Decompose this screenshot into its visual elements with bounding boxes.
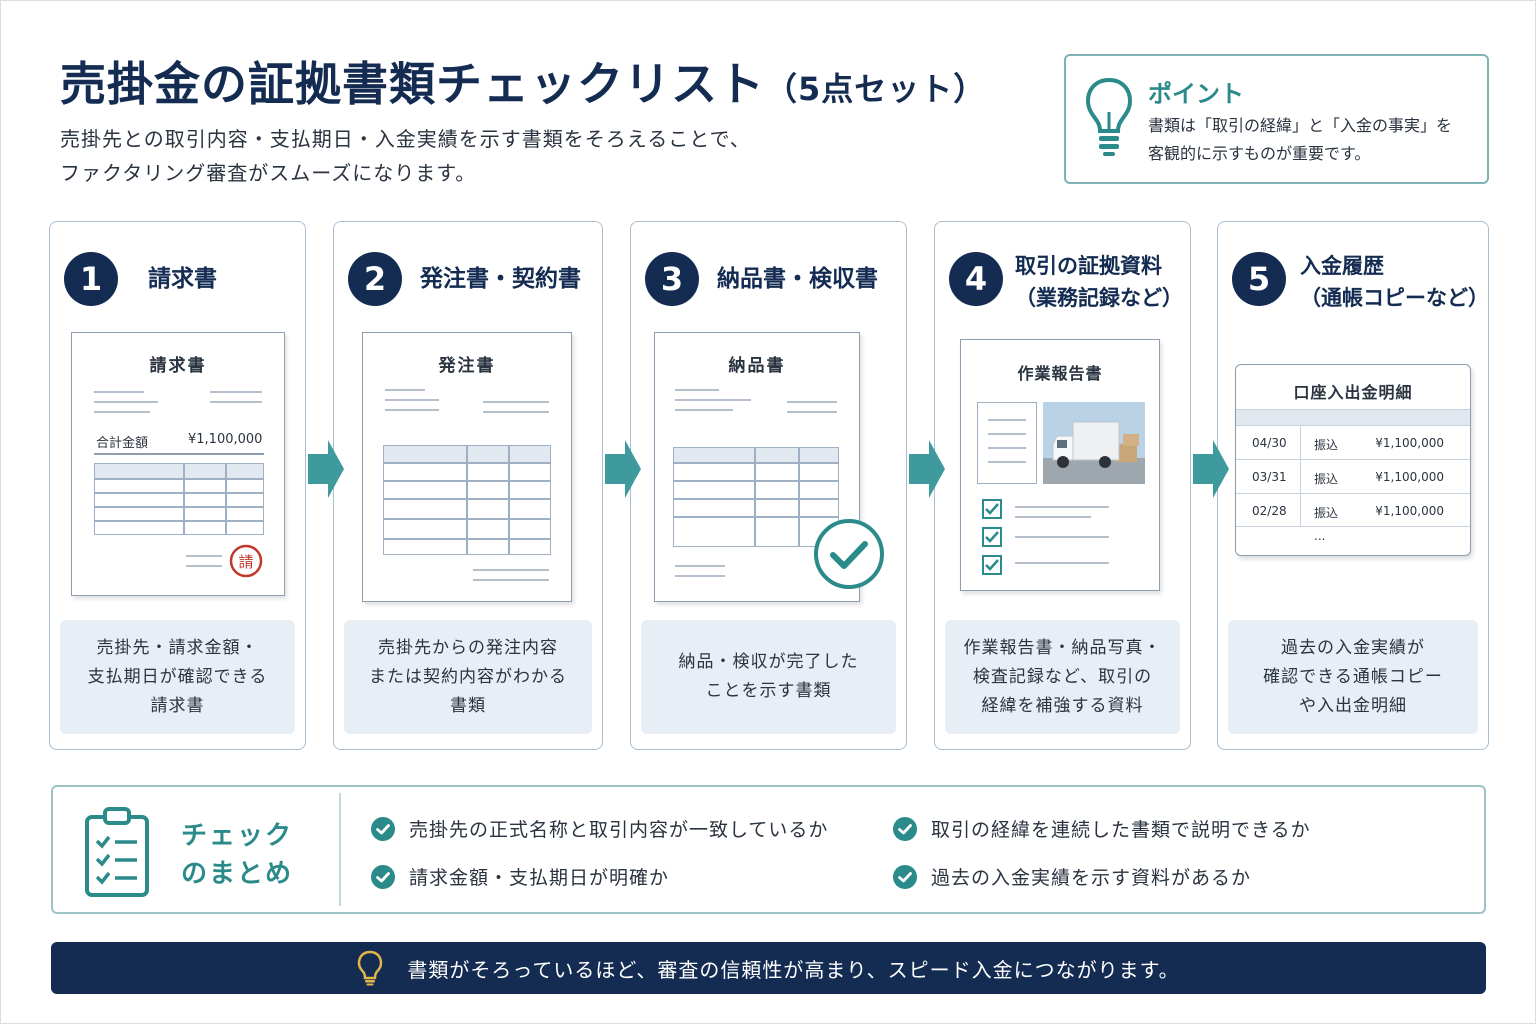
banner-text: 書類がそろっているほど、審査の信頼性が高まり、スピード入金につながります。	[407, 957, 1180, 982]
step-number: 1	[64, 252, 118, 306]
summary-divider	[339, 793, 341, 906]
card-title: 請求書	[148, 266, 217, 292]
step-number: 2	[348, 252, 402, 306]
svg-text:請: 請	[238, 553, 253, 571]
chevron-right-icon	[909, 440, 945, 498]
check-circle-icon	[371, 816, 395, 841]
lead-text: 売掛先との取引内容・支払期日・入金実績を示す書類をそろえることで、 ファクタリン…	[60, 127, 751, 185]
work-report-document: 作業報告書	[960, 339, 1160, 591]
card-transaction-evidence: 4 取引の証拠資料 （業務記録など） 作業報告書 作業報	[934, 221, 1191, 750]
bank-statement-document: 口座入出金明細 04/30 振込 ¥1,100,000 03/31 振込 ¥1,…	[1235, 364, 1471, 556]
checkbox-checked-icon	[982, 555, 1002, 575]
statement-row: 03/31 振込 ¥1,100,000	[1236, 459, 1470, 493]
chevron-right-icon	[1193, 440, 1229, 498]
card-title: 発注書・契約書	[420, 266, 581, 292]
point-title: ポイント	[1148, 80, 1244, 108]
delivery-table	[673, 447, 839, 547]
card-description: 作業報告書・納品写真・検査記録など、取引の経緯を補強する資料	[945, 620, 1180, 734]
card-title: 納品書・検収書	[717, 266, 878, 292]
summary-title: チェック のまとめ	[181, 821, 294, 889]
check-circle-icon	[893, 816, 917, 841]
card-purchase-order: 2 発注書・契約書 発注書 売掛先からの発注内容または契約内容がわかる書類	[333, 221, 603, 750]
checkbox-checked-icon	[982, 499, 1002, 519]
total-label: 合計金額	[96, 436, 149, 451]
card-description: 売掛先からの発注内容または契約内容がわかる書類	[344, 620, 592, 734]
doc-title: 納品書	[728, 356, 786, 376]
card-title: 取引の証拠資料 （業務記録など）	[1015, 254, 1183, 310]
point-text: 書類は「取引の経緯」と「入金の事実」を 客観的に示すものが重要です。	[1148, 116, 1453, 163]
check-circle-icon	[814, 519, 884, 589]
summary-check-item: 過去の入金実績を示す資料があるか	[893, 863, 1251, 890]
card-invoice: 1 請求書 請求書 合計金額 ¥1,100,000 請 売掛先・請求金額・支払期…	[49, 221, 306, 750]
order-table	[383, 445, 551, 555]
seal-stamp-icon: 請	[229, 544, 263, 578]
page-title: 売掛金の証拠書類チェックリスト（5点セット）	[60, 57, 987, 111]
bottom-banner: 書類がそろっているほど、審査の信頼性が高まり、スピード入金につながります。	[51, 942, 1486, 994]
delivery-truck-photo	[1043, 402, 1145, 484]
doc-title: 口座入出金明細	[1293, 383, 1413, 402]
step-number: 4	[949, 252, 1003, 306]
summary-panel: チェック のまとめ 売掛先の正式名称と取引内容が一致しているか 取引の経緯を連続…	[51, 785, 1486, 914]
doc-title: 作業報告書	[1017, 364, 1103, 383]
summary-check-item: 売掛先の正式名称と取引内容が一致しているか	[371, 815, 828, 842]
card-title: 入金履歴 （通帳コピーなど）	[1300, 254, 1489, 310]
lightbulb-icon	[1085, 77, 1133, 156]
statement-row: 02/28 振込 ¥1,100,000	[1236, 493, 1470, 527]
doc-title: 請求書	[149, 356, 207, 376]
summary-check-item: 請求金額・支払期日が明確か	[371, 863, 669, 890]
card-payment-history: 5 入金履歴 （通帳コピーなど） 口座入出金明細 04/30 振込 ¥1,100…	[1217, 221, 1489, 750]
doc-title: 発注書	[438, 356, 496, 376]
check-circle-icon	[893, 864, 917, 889]
step-number: 5	[1232, 252, 1286, 306]
lightbulb-icon	[358, 950, 383, 986]
point-box: ポイント 書類は「取引の経緯」と「入金の事実」を 客観的に示すものが重要です。	[1064, 54, 1489, 184]
purchase-order-document: 発注書	[362, 332, 572, 602]
report-sheet	[977, 402, 1037, 484]
card-description: 売掛先・請求金額・支払期日が確認できる請求書	[60, 620, 295, 734]
statement-more: ...	[1314, 529, 1326, 543]
total-value: ¥1,100,000	[188, 432, 263, 447]
invoice-document: 請求書 合計金額 ¥1,100,000 請	[71, 332, 285, 596]
statement-row: 04/30 振込 ¥1,100,000	[1236, 425, 1470, 459]
summary-check-item: 取引の経緯を連続した書類で説明できるか	[893, 815, 1311, 842]
card-delivery-note: 3 納品書・検収書 納品書 納品・検収が完了したことを示す書類	[630, 221, 907, 750]
card-description: 過去の入金実績が確認できる通帳コピーや入出金明細	[1228, 620, 1478, 734]
step-number: 3	[645, 252, 699, 306]
checkbox-checked-icon	[982, 527, 1002, 547]
chevron-right-icon	[605, 440, 641, 498]
card-description: 納品・検収が完了したことを示す書類	[641, 620, 896, 734]
chevron-right-icon	[308, 440, 344, 498]
clipboard-checklist-icon	[85, 807, 149, 897]
invoice-table	[94, 463, 264, 535]
check-circle-icon	[371, 864, 395, 889]
